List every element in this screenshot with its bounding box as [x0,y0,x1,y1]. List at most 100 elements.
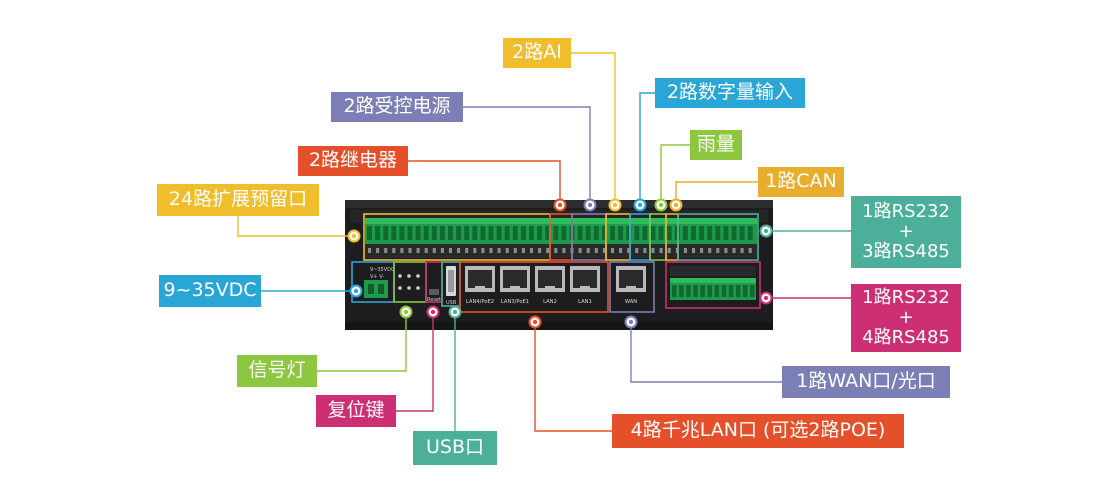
terminal-pin [714,285,720,297]
terminal-pin [439,226,445,240]
terminal-pin [480,226,486,240]
callout-rs-b-line2: + [898,306,914,328]
terminal-pin [699,226,705,240]
terminal-pin [593,226,599,240]
terminal-pin [423,226,429,240]
terminal-mark [748,248,752,253]
leader-dot-core [637,202,643,208]
lan-port-label: LAN4/PoE2 [466,299,494,305]
terminal-pin [739,226,745,240]
wan-port: WAN [616,266,646,305]
leader-line-relay [408,160,561,205]
terminal-pin [399,226,405,240]
svg-text:V+ V-: V+ V- [370,274,384,280]
terminal-mark [368,248,371,253]
terminal-pin [707,285,712,297]
callout-ai: 2路AI [503,38,571,68]
terminal-pin [448,226,453,240]
terminal-mark [619,248,623,253]
terminal-pin [658,226,664,240]
terminal-pin [585,226,591,240]
lan-port-label: LAN2 [543,299,557,305]
rj45-notch [475,286,485,290]
leader-dot-core [351,233,357,239]
lan-outline [459,261,609,313]
terminal-pin [391,226,397,240]
leader-line-digital [639,92,655,205]
wan-outline [609,261,655,313]
terminal-mark [440,248,444,253]
terminal-mark [692,248,695,253]
led-indicator [398,286,402,290]
terminal-mark [700,248,704,253]
terminal-mark [546,248,550,253]
callout-expansion: 24路扩展预留口 [157,184,319,216]
terminal-mark [513,248,517,253]
terminal-pin [743,285,748,297]
terminal-mark [594,248,598,253]
terminal-pin [383,226,389,240]
leader-dot-core [763,228,769,234]
terminal-pin [415,226,421,240]
terminal-mark [521,248,525,253]
callout-rs-a-line2: + [898,220,914,242]
leader-line-wan [630,322,782,383]
leader-dot-core [532,319,538,325]
terminal-pin [601,226,607,240]
terminal-pin [464,226,470,240]
callout-can: 1路CAN [758,167,844,197]
terminal-pin [642,226,648,240]
callout-reset: 复位键 [316,395,396,427]
terminal-pin [472,226,478,240]
leader-dot-core [612,202,618,208]
terminal-pin [520,226,526,240]
led-indicator [407,286,411,290]
power-label: 9~35VDC [370,267,395,273]
terminal-mark [538,248,542,253]
callout-dc-power-text: 9~35VDC [163,279,257,302]
terminal-mark [416,248,420,253]
callout-rain: 雨量 [690,130,742,160]
terminal-pin [431,226,437,240]
terminal-pin [553,226,559,240]
terminal-mark [424,248,428,253]
callout-rs-b-line3: 4路RS485 [862,327,950,349]
terminal-pin [488,226,494,240]
rj45-notch [510,286,520,290]
right-terminal-block [665,261,761,309]
terminal-pin [561,226,567,240]
leader-line-ai [571,52,616,205]
wan-port-label: WAN [625,299,637,305]
callout-signal-led-text: 信号灯 [248,359,306,382]
led-indicator [416,286,420,290]
leader-dot-core [673,202,679,208]
terminal-mark [643,248,647,253]
terminal-mark [732,248,736,253]
callout-rs232-rs485-b: 1路RS232 + 4路RS485 [851,284,961,352]
terminal-pin [367,226,372,240]
leader-line-can [675,181,758,205]
terminal-mark [716,248,720,253]
terminal-pin [750,285,755,297]
callout-signal-led: 信号灯 [237,355,317,387]
terminal-pin [723,226,729,240]
callout-relay-text: 2路继电器 [308,149,398,172]
rj45-socket [573,270,597,288]
terminal-mark [489,248,493,253]
rj45-socket [503,270,527,288]
terminal-mark [578,248,582,253]
led-indicator [398,274,402,278]
terminal-pin [715,226,721,240]
callout-rs232-rs485-a: 1路RS232 + 3路RS485 [851,196,961,268]
terminal-pin [496,226,502,240]
terminal-pin [529,226,534,240]
terminal-pin [504,226,510,240]
terminal-pin [672,285,677,297]
leader-line-lan [534,322,612,432]
callout-lan: 4路千兆LAN口 (可选2路POE) [612,414,904,448]
leader-dot-core [403,309,409,315]
callout-wan-optical: 1路WAN口/光口 [782,366,950,398]
terminal-pin [407,226,413,240]
callout-rs-a-line1: 1路RS232 [862,200,950,222]
leader-line-reset [396,312,434,412]
